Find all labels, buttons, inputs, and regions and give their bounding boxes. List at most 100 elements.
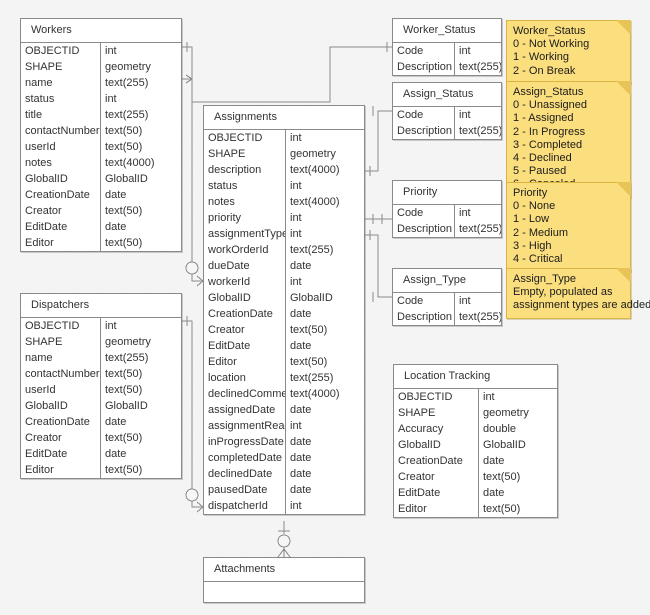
field-name: workerId bbox=[204, 274, 286, 290]
field-name: Accuracy bbox=[394, 421, 479, 437]
link-assignments-status-to-assign-status bbox=[365, 110, 392, 172]
field-name: Description bbox=[393, 123, 455, 139]
field-name: location bbox=[204, 370, 286, 386]
field-type: int bbox=[290, 228, 302, 240]
field-name: OBJECTID bbox=[21, 318, 101, 334]
field-name: CreationDate bbox=[21, 187, 101, 203]
field-type: text(50) bbox=[483, 471, 521, 483]
field-type: text(50) bbox=[105, 432, 143, 444]
entity-title: Attachments bbox=[204, 558, 364, 582]
entity-title: Location Tracking bbox=[394, 365, 557, 389]
field-type: text(255) bbox=[459, 311, 501, 323]
field-type: date bbox=[105, 221, 127, 233]
note-title: Priority bbox=[513, 187, 548, 199]
field-type: text(50) bbox=[290, 324, 328, 336]
field-name: contactNumber bbox=[21, 123, 101, 139]
note-line: 2 - In Progress bbox=[513, 125, 586, 138]
field-name: GlobalID bbox=[21, 171, 101, 187]
field-name: title bbox=[21, 107, 101, 123]
entity-field-row: contactNumber text(50) bbox=[21, 123, 181, 139]
field-type: text(255) bbox=[105, 109, 149, 121]
field-name: OBJECTID bbox=[394, 389, 479, 405]
entity-field-row: GlobalID GlobalID bbox=[394, 437, 557, 453]
field-type: text(50) bbox=[105, 125, 143, 137]
field-name: notes bbox=[21, 155, 101, 171]
field-type: date bbox=[483, 455, 505, 467]
field-name: userId bbox=[21, 139, 101, 155]
note-title: Assign_Type bbox=[513, 273, 576, 285]
field-type: date bbox=[290, 484, 312, 496]
field-name: SHAPE bbox=[21, 334, 101, 350]
entity-title: Dispatchers bbox=[21, 294, 181, 318]
field-type: date bbox=[105, 416, 127, 428]
field-type: text(50) bbox=[105, 368, 143, 380]
note-line: 0 - None bbox=[513, 200, 556, 213]
field-type: int bbox=[290, 276, 302, 288]
field-type: text(255) bbox=[290, 244, 334, 256]
entity-field-row: title text(255) bbox=[21, 107, 181, 123]
entity-field-row: userId text(50) bbox=[21, 139, 181, 155]
field-name: assignmentRead bbox=[204, 418, 286, 434]
field-name: OBJECTID bbox=[21, 43, 101, 59]
field-name: SHAPE bbox=[204, 146, 286, 162]
entity-field-row: Creator text(50) bbox=[394, 469, 557, 485]
zero-marker-dispatchers-assignments bbox=[185, 488, 199, 502]
field-name: CreationDate bbox=[21, 414, 101, 430]
field-type: geometry bbox=[105, 336, 151, 348]
field-name: GlobalID bbox=[394, 437, 479, 453]
field-type: GlobalID bbox=[483, 439, 526, 451]
field-type: text(4000) bbox=[290, 196, 340, 208]
note-line: Empty, populated as bbox=[513, 286, 613, 299]
note-title: Assign_Status bbox=[513, 86, 584, 98]
field-name: description bbox=[204, 162, 286, 178]
field-type: date bbox=[290, 436, 312, 448]
note-line: 3 - Completed bbox=[513, 138, 583, 151]
field-name: Description bbox=[393, 59, 455, 75]
field-type: text(255) bbox=[459, 125, 501, 137]
field-type: text(50) bbox=[105, 141, 143, 153]
field-name: Code bbox=[393, 43, 455, 59]
field-name: Creator bbox=[394, 469, 479, 485]
entity-title: Worker_Status bbox=[393, 19, 501, 43]
field-type: text(50) bbox=[105, 464, 143, 476]
note-line: 3 - High bbox=[513, 239, 552, 252]
link-dispatchers-assignments-tail bbox=[191, 501, 203, 508]
field-type: int bbox=[459, 109, 471, 121]
entity-attachments[interactable]: Attachments bbox=[203, 557, 365, 603]
